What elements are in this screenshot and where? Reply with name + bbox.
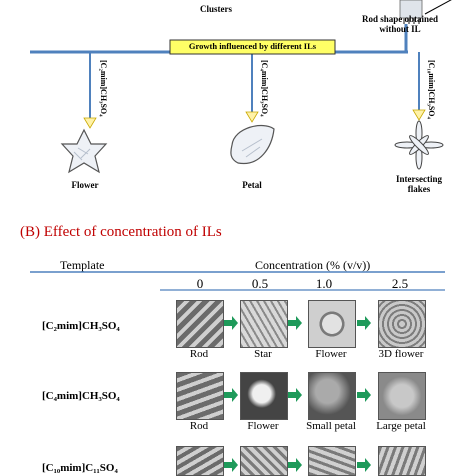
growth-banner-text: Growth influenced by different ILs	[188, 41, 317, 51]
arrow-r3-2	[288, 458, 302, 472]
arrow-r3-1	[224, 458, 238, 472]
concentration-header: Concentration (% (v/v))	[255, 258, 371, 272]
sem-image-r3-c4	[378, 446, 426, 476]
sem-image-r1-c4	[378, 300, 426, 348]
part-a-diagram	[30, 0, 452, 174]
flower-label: Flower	[71, 180, 99, 190]
arrow-down-2	[245, 111, 259, 123]
rod-shape-label: Rod shape obtained without IL	[345, 14, 455, 34]
growth-banner-box	[169, 39, 336, 55]
sem-image-r2-c4	[378, 372, 426, 420]
arrow-r1-3	[357, 316, 371, 330]
sem-image-r1-c2	[240, 300, 288, 348]
sem-image-r1-c3	[308, 300, 356, 348]
morph-r1-c2: Star	[254, 348, 272, 360]
sem-image-r1-c1	[176, 300, 224, 348]
arrow-r2-1	[224, 388, 238, 402]
conc-1: 0.5	[251, 276, 269, 291]
rod-label-line1: Rod shape obtained	[361, 14, 439, 24]
petal-shape	[230, 124, 275, 165]
clusters-label: Clusters	[200, 4, 232, 14]
pointer-line	[424, 0, 452, 15]
sem-image-r2-c2	[240, 372, 288, 420]
morph-r2-c2: Flower	[247, 420, 279, 432]
arrow-down-1	[83, 117, 97, 129]
flower-shape	[60, 128, 108, 174]
intersecting-flakes-shape	[394, 120, 444, 170]
arrow-r1-1	[224, 316, 238, 330]
arrow-r1-2	[288, 316, 302, 330]
conc-3: 2.5	[391, 276, 409, 291]
template-row-3: [C₁₀mim]C₁₁SO₄	[42, 462, 118, 474]
flakes-label-line1: Intersecting	[396, 174, 442, 184]
arrow-r3-3	[357, 458, 371, 472]
arrow-r2-3	[357, 388, 371, 402]
conc-0: 0	[196, 276, 204, 291]
morph-r1-c3: Flower	[315, 348, 347, 360]
template-row-2: [C₄mim]CH₃SO₄	[42, 390, 120, 402]
sem-image-r3-c3	[308, 446, 356, 476]
rod-label-line2: without IL	[379, 24, 421, 34]
sem-image-r2-c1	[176, 372, 224, 420]
sem-image-r2-c3	[308, 372, 356, 420]
petal-label: Petal	[242, 180, 262, 190]
arrow-down-3	[412, 109, 426, 121]
morph-r1-c1: Rod	[189, 348, 209, 360]
conc-2: 1.0	[315, 276, 333, 291]
arrow-r2-2	[288, 388, 302, 402]
morph-r1-c4: 3D flower	[378, 348, 424, 360]
header-rules	[30, 271, 445, 291]
intersecting-flakes-label: Intersecting flakes	[380, 174, 458, 194]
template-row-1: [C₂mim]CH₃SO₄	[42, 320, 120, 332]
morph-r2-c3: Small petal	[306, 420, 356, 432]
section-b-heading: (B) Effect of concentration of ILs	[20, 224, 222, 240]
rod-sample-image	[399, 0, 423, 24]
morph-r2-c4: Large petal	[376, 420, 426, 432]
flakes-label-line2: flakes	[407, 184, 431, 194]
template-header: Template	[60, 258, 105, 272]
morph-r2-c1: Rod	[189, 420, 209, 432]
